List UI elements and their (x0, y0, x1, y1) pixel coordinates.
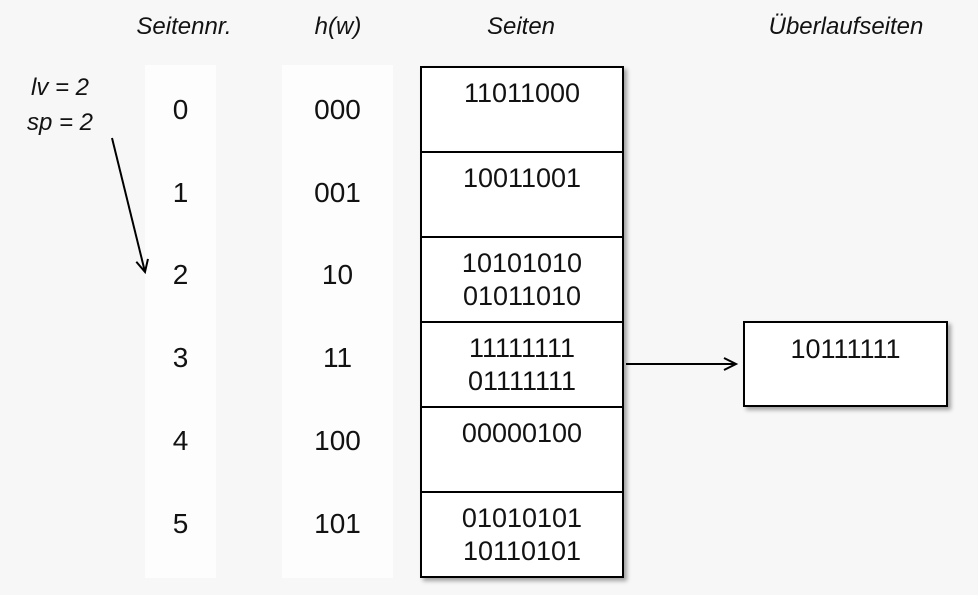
page-entry: 01111111 (467, 366, 577, 396)
hash-value-0: 000 (314, 94, 361, 125)
page-entry: 11011000 (463, 78, 581, 108)
page-entry: 10110101 (462, 536, 582, 566)
overflow-entry: 10111111 (790, 334, 901, 364)
hash-value-3: 11 (322, 342, 353, 373)
page-cell-5: 01010101 10110101 (422, 493, 622, 576)
page-cell-0: 11011000 (422, 68, 622, 153)
state-annotation-sp: sp = 2 (26, 109, 94, 136)
hash-column-stripe (282, 65, 393, 578)
hash-value-5: 101 (314, 508, 361, 539)
state-annotation-lv: lv = 2 (30, 74, 90, 101)
hash-value-1: 001 (314, 177, 361, 208)
arrow-split-pointer-icon (111, 137, 149, 275)
pages-table: 11011000 10011001 10101010 01011010 1111… (420, 66, 624, 578)
hash-value-4: 100 (314, 425, 361, 456)
column-header-ueberlaufseiten: Überlaufseiten (768, 13, 924, 40)
page-cell-3: 11111111 01111111 (422, 323, 622, 408)
overflow-page-box: 10111111 (743, 321, 948, 407)
page-number-3: 3 (172, 342, 189, 373)
page-entry: 01010101 (461, 503, 583, 533)
page-entry: 11111111 (468, 333, 576, 363)
state-annotation: lv = 2 sp = 2 (14, 70, 106, 140)
column-header-seitennr: Seitennr. (136, 13, 232, 40)
page-number-2: 2 (172, 259, 189, 290)
page-number-column-stripe (145, 65, 216, 578)
page-entry: 10101010 (461, 248, 583, 278)
hash-value-2: 10 (321, 259, 354, 290)
page-cell-1: 10011001 (422, 153, 622, 238)
page-entry: 00000100 (461, 418, 583, 448)
column-header-seiten: Seiten (486, 13, 556, 40)
page-cell-4: 00000100 (422, 408, 622, 493)
page-entry: 01011010 (462, 281, 582, 311)
column-header-hash: h(w) (314, 13, 362, 40)
page-entry: 10011001 (462, 163, 582, 193)
page-number-1: 1 (172, 177, 189, 208)
page-cell-2: 10101010 01011010 (422, 238, 622, 323)
page-number-5: 5 (172, 508, 189, 539)
page-number-0: 0 (172, 94, 189, 125)
page-number-4: 4 (172, 425, 189, 456)
